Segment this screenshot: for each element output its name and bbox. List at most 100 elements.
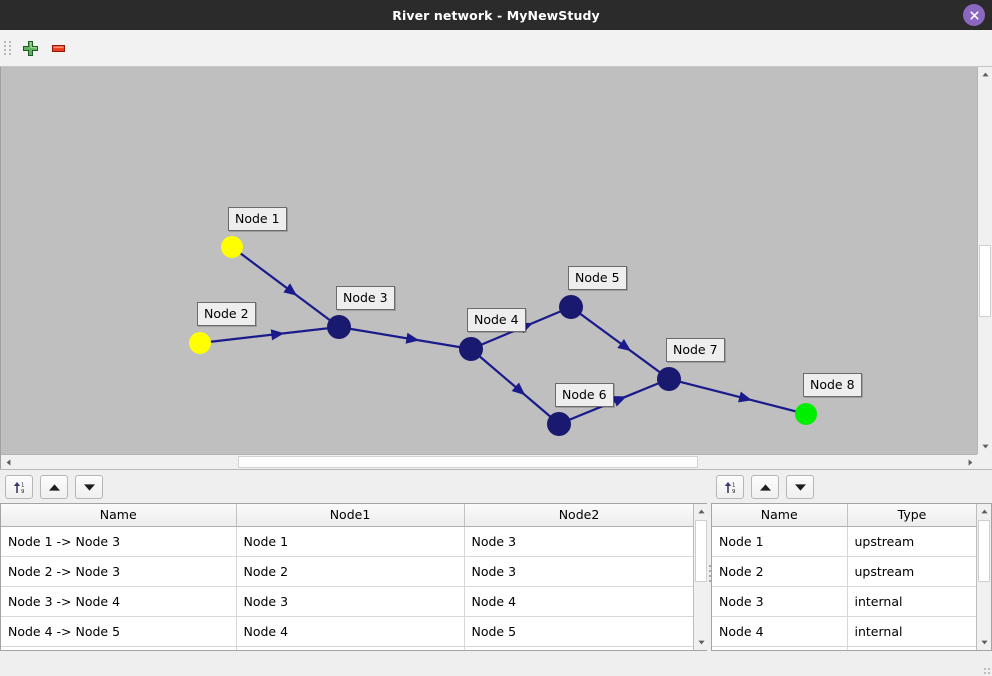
close-icon[interactable] [963, 4, 985, 26]
nodes-table-cell[interactable]: Node 4 [712, 616, 848, 647]
nodes-table-cell[interactable]: upstream [847, 526, 978, 557]
graph-label-node-5[interactable]: Node 5 [568, 266, 627, 290]
reaches-table-cell[interactable]: Node 1 [236, 526, 465, 557]
window-resize-grip[interactable] [984, 668, 990, 674]
graph-node-node-4[interactable] [459, 337, 483, 361]
reaches-table-cell[interactable]: Node 4 [236, 616, 465, 647]
horizontal-splitter[interactable] [707, 470, 712, 676]
reaches-move-up-button[interactable] [40, 475, 68, 499]
nodes-table-cell[interactable]: Node 2 [712, 556, 848, 587]
reaches-table-cell[interactable]: Node 3 [464, 526, 695, 557]
add-node-icon[interactable] [16, 34, 44, 62]
nodes-vscroll-thumb[interactable] [978, 520, 990, 582]
nodes-table-cell[interactable]: upstream [847, 556, 978, 587]
graph-label-node-3[interactable]: Node 3 [336, 286, 395, 310]
canvas-horizontal-scrollbar[interactable] [1, 454, 978, 469]
reaches-vscroll-thumb[interactable] [695, 520, 707, 582]
toolbar-drag-handle[interactable] [3, 37, 12, 59]
nodes-scroll-up-icon[interactable] [977, 504, 991, 519]
reaches-scroll-up-icon[interactable] [694, 504, 708, 519]
reaches-table-cell[interactable] [464, 646, 695, 650]
canvas-vertical-scrollbar[interactable] [977, 67, 992, 454]
reaches-table-cell[interactable]: Node 4 [464, 586, 695, 617]
graph-edge[interactable] [558, 377, 670, 426]
graph-node-node-6[interactable] [547, 412, 571, 436]
reaches-table-cell[interactable]: Node 1 -> Node 3 [1, 526, 237, 557]
reaches-table-cell[interactable] [236, 646, 465, 650]
reaches-column-header[interactable]: Node1 [236, 504, 465, 527]
reaches-table-cell[interactable]: Node 3 [464, 556, 695, 587]
canvas-vscroll-thumb[interactable] [979, 245, 991, 317]
graph-node-node-1[interactable] [221, 236, 243, 258]
reaches-table-row[interactable] [1, 646, 695, 650]
graph-label-node-1[interactable]: Node 1 [228, 207, 287, 231]
nodes-table-row[interactable] [712, 646, 978, 650]
reaches-table-cell[interactable]: Node 2 -> Node 3 [1, 556, 237, 587]
scroll-up-icon[interactable] [978, 67, 992, 82]
reaches-table-cell[interactable]: Node 4 -> Node 5 [1, 616, 237, 647]
reaches-table-cell[interactable]: Node 3 -> Node 4 [1, 586, 237, 617]
nodes-sort-button[interactable]: 1 9 [716, 475, 744, 499]
nodes-table-cell[interactable]: internal [847, 586, 978, 617]
reaches-column-header[interactable]: Name [1, 504, 237, 527]
remove-node-icon[interactable] [44, 34, 72, 62]
reaches-scroll-down-icon[interactable] [694, 635, 708, 650]
graph-label-node-7[interactable]: Node 7 [666, 338, 725, 362]
graph-edge[interactable] [338, 325, 472, 351]
nodes-column-header[interactable]: Name [712, 504, 848, 527]
nodes-column-header[interactable]: Type [847, 504, 978, 527]
window-titlebar: River network - MyNewStudy [0, 0, 992, 30]
scroll-right-icon[interactable] [963, 455, 978, 469]
reaches-vertical-scrollbar[interactable] [693, 504, 708, 650]
canvas-hscroll-thumb[interactable] [238, 456, 698, 468]
graph-edge[interactable] [668, 377, 807, 416]
nodes-table-cell[interactable]: internal [847, 616, 978, 647]
graph-node-node-3[interactable] [327, 315, 351, 339]
graph-edge[interactable] [470, 348, 560, 425]
graph-node-node-8[interactable] [795, 403, 817, 425]
graph-node-node-5[interactable] [559, 295, 583, 319]
scroll-down-icon[interactable] [978, 439, 992, 454]
graph-edge[interactable] [570, 306, 670, 380]
graph-edge[interactable] [231, 246, 340, 328]
reaches-column-header[interactable]: Node2 [464, 504, 695, 527]
nodes-table-cell[interactable] [847, 646, 978, 650]
svg-text:9: 9 [732, 489, 736, 495]
nodes-table-cell[interactable]: Node 1 [712, 526, 848, 557]
graph-node-node-2[interactable] [189, 332, 211, 354]
graph-node-node-7[interactable] [657, 367, 681, 391]
graph-label-node-8[interactable]: Node 8 [803, 373, 862, 397]
graph-label-node-2[interactable]: Node 2 [197, 302, 256, 326]
scroll-left-icon[interactable] [1, 455, 16, 469]
reaches-table-cell[interactable]: Node 3 [236, 586, 465, 617]
reaches-table-cell[interactable]: Node 5 [464, 616, 695, 647]
reaches-move-down-button[interactable] [75, 475, 103, 499]
graph-edge[interactable] [199, 325, 340, 345]
network-canvas[interactable]: Node 1 Node 2 Node 3 Node 4 Node 5 Node 6 Node… [0, 67, 992, 469]
graph-label-node-4[interactable]: Node 4 [467, 308, 526, 332]
nodes-vertical-scrollbar[interactable] [976, 504, 991, 650]
reaches-table-cell[interactable] [1, 646, 237, 650]
nodes-move-up-button[interactable] [751, 475, 779, 499]
reaches-sort-button[interactable]: 1 9 [5, 475, 33, 499]
nodes-table-cell[interactable] [712, 646, 848, 650]
nodes-table-cell[interactable]: Node 3 [712, 586, 848, 617]
nodes-scroll-down-icon[interactable] [977, 635, 991, 650]
reaches-table-cell[interactable]: Node 2 [236, 556, 465, 587]
graph-drawing-area[interactable]: Node 1 Node 2 Node 3 Node 4 Node 5 Node 6 Node… [1, 67, 978, 452]
graph-label-node-6[interactable]: Node 6 [555, 383, 614, 407]
nodes-move-down-button[interactable] [786, 475, 814, 499]
